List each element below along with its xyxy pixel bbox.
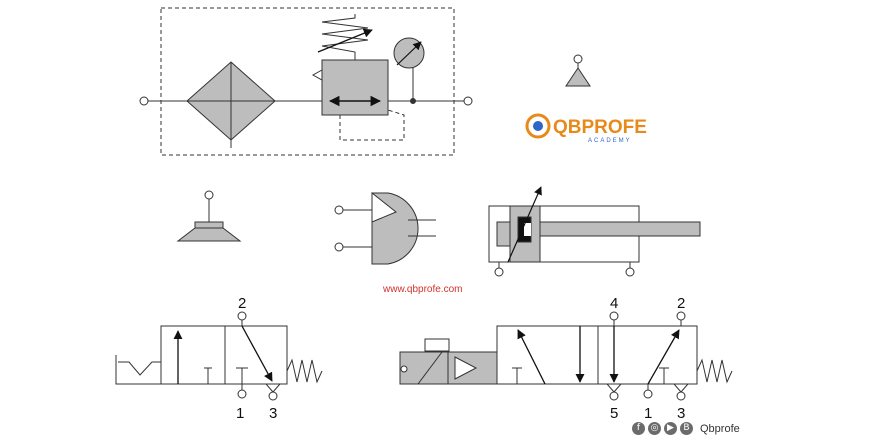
social-bar: f ◎ ▶ B Qbprofe xyxy=(632,422,740,435)
facebook-icon[interactable]: f xyxy=(632,422,645,435)
social-handle: Qbprofe xyxy=(700,422,740,435)
port-label: 1 xyxy=(236,405,244,422)
logo-tagline: ACADEMY xyxy=(588,138,632,144)
port-label: 2 xyxy=(238,295,246,312)
logo-name: QBPROFE xyxy=(553,117,647,138)
logic-element-symbol xyxy=(334,191,436,265)
exhaust-symbol xyxy=(565,54,591,87)
port-label: 4 xyxy=(610,295,618,312)
port-label: 5 xyxy=(610,405,618,422)
suction-cup-symbol xyxy=(176,190,242,242)
frl-unit xyxy=(139,7,473,156)
youtube-icon[interactable]: ▶ xyxy=(664,422,677,435)
cylinder-symbol xyxy=(488,186,701,277)
valve-5-2 xyxy=(399,311,733,401)
blogger-icon[interactable]: B xyxy=(680,422,693,435)
port-label: 2 xyxy=(677,295,685,312)
website-link[interactable]: www.qbprofe.com xyxy=(383,284,463,295)
logo: QBPROFE ACADEMY xyxy=(525,113,647,144)
logo-mark-icon xyxy=(525,113,551,139)
port-label: 3 xyxy=(677,405,685,422)
port-label: 3 xyxy=(269,405,277,422)
instagram-icon[interactable]: ◎ xyxy=(648,422,661,435)
valve-3-2 xyxy=(115,311,323,401)
port-label: 1 xyxy=(644,405,652,422)
